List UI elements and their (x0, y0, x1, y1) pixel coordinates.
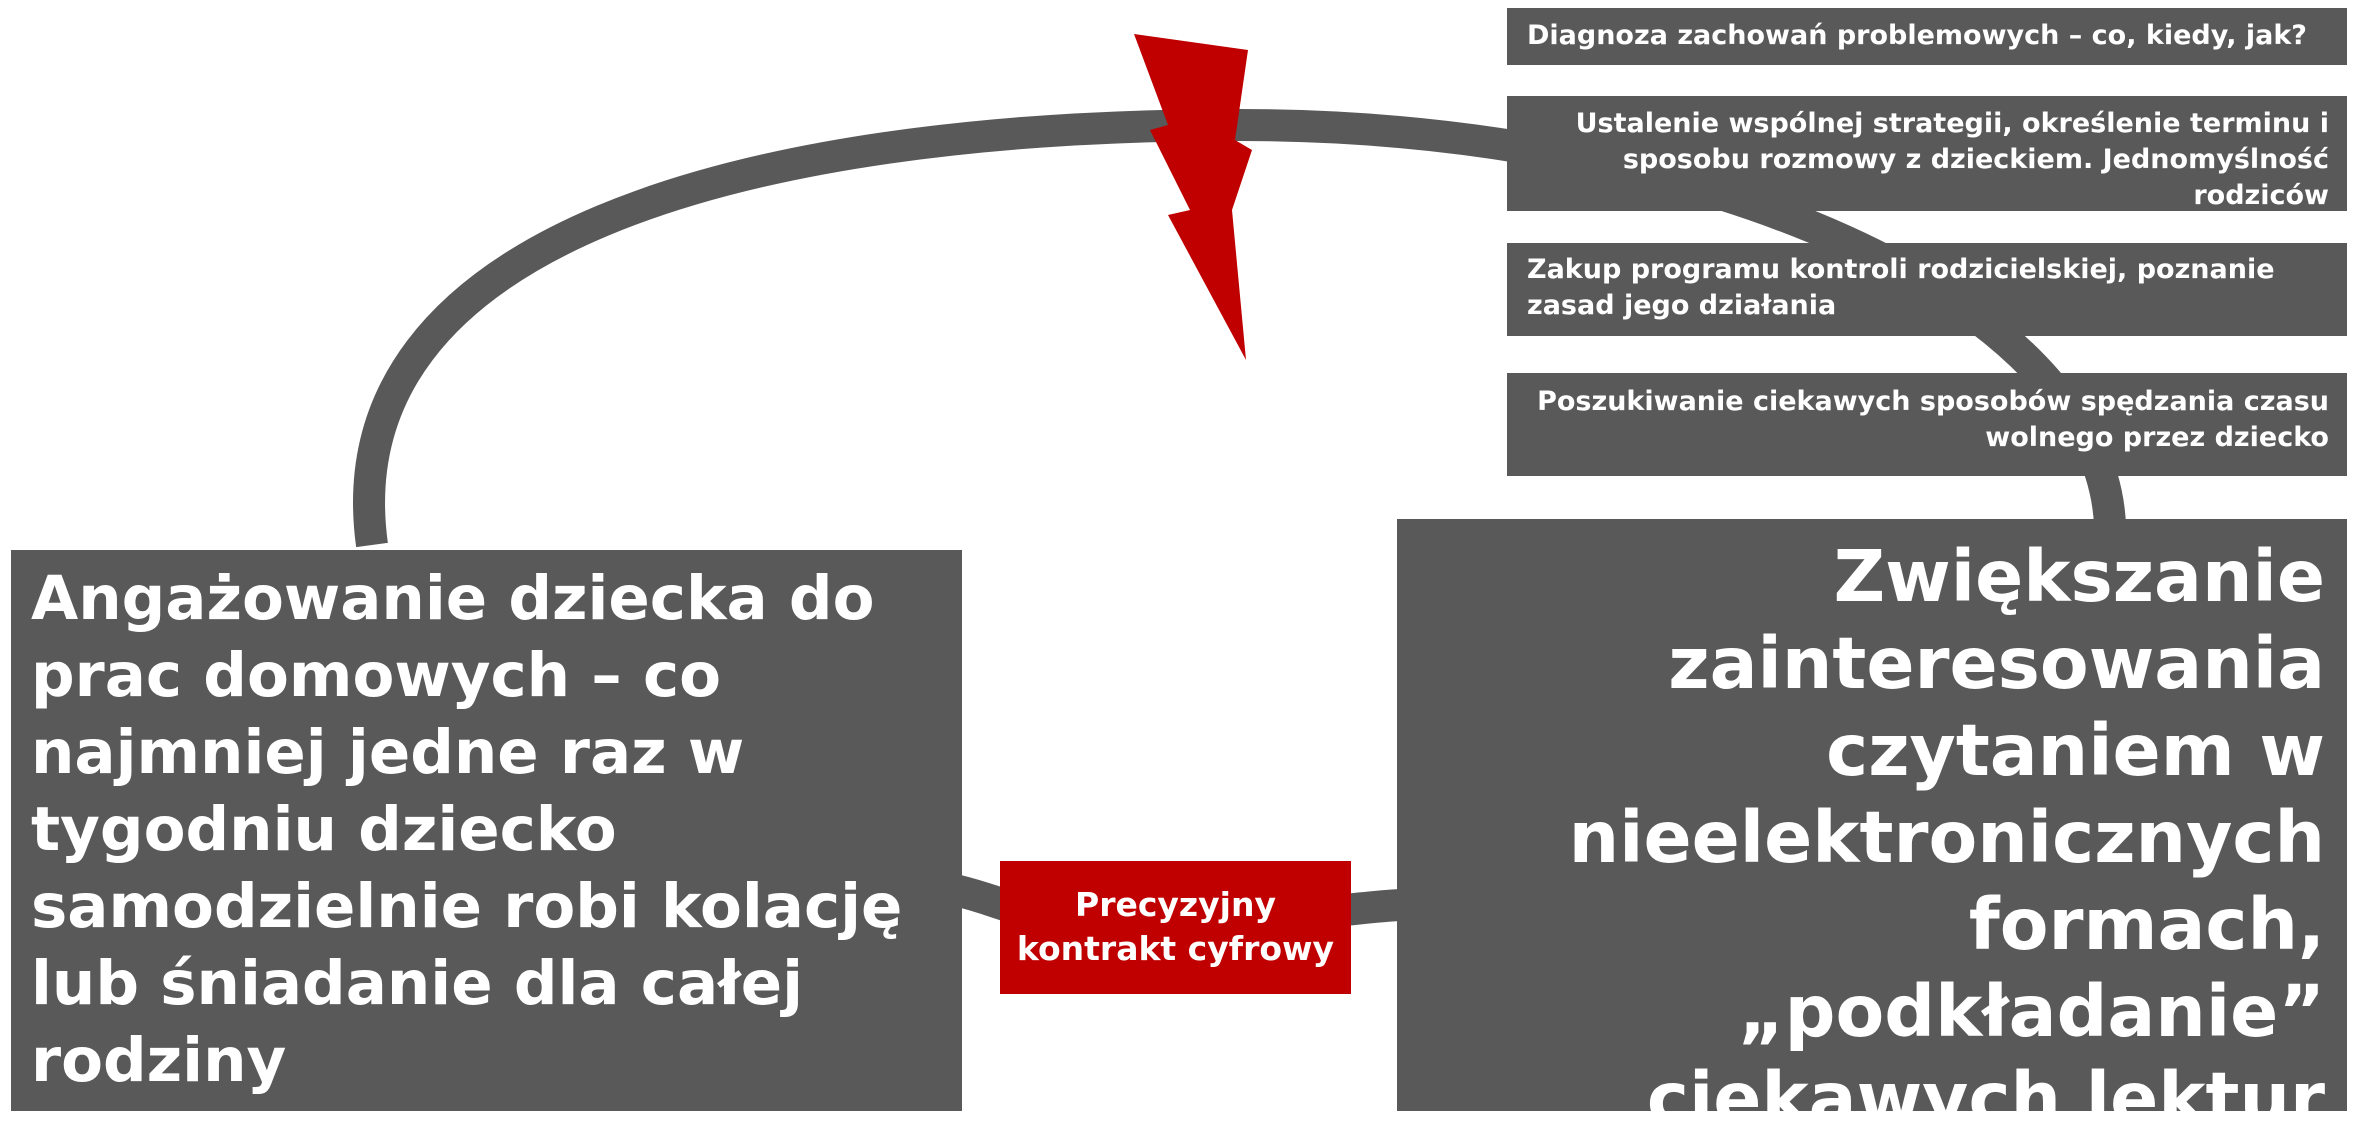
contract-badge: Precyzyjny kontrakt cyfrowy (1000, 861, 1351, 994)
step-diagnosis: Diagnoza zachowań problemowych – co, kie… (1507, 8, 2347, 65)
main-left-box: Angażowanie dziecka do prac domowych – c… (11, 550, 962, 1111)
step-free-time: Poszukiwanie ciekawych sposobów spędzani… (1507, 373, 2347, 476)
lightning-bolt-icon (1134, 34, 1252, 360)
main-right-box: Zwiększanie zainteresowania czytaniem w … (1397, 519, 2347, 1140)
step-strategy: Ustalenie wspólnej strategii, określenie… (1507, 96, 2347, 211)
step-parental-control: Zakup programu kontroli rodzicielskiej, … (1507, 243, 2347, 336)
cycle-bottom-connector (951, 874, 1010, 921)
cycle-bottom-connector-right (1343, 889, 1401, 926)
